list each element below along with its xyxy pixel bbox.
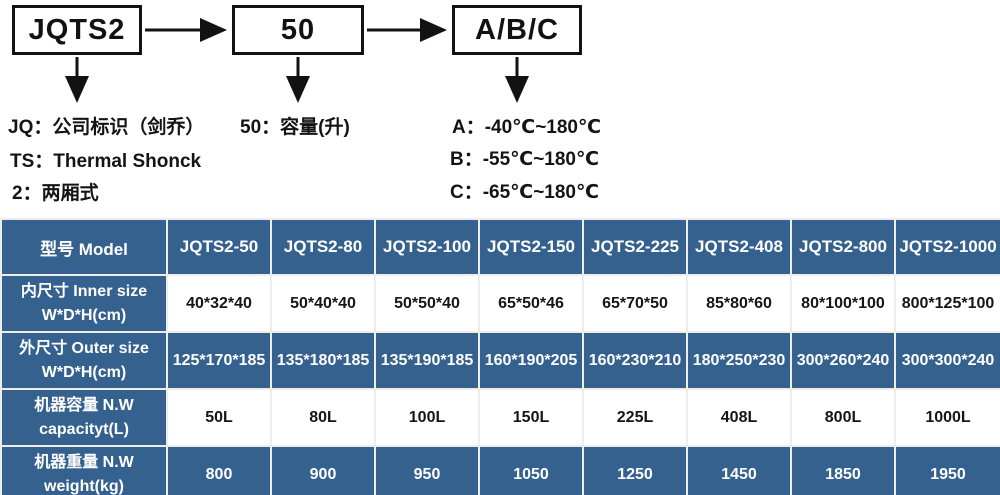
spec-cell: 160*190*205	[478, 331, 584, 390]
model-box-capacity-label: 50	[280, 13, 316, 46]
spec-cell: 1850	[790, 445, 896, 495]
row-label-line1: 机器重量 N.W	[34, 454, 134, 472]
table-header-row: 型号 Model JQTS2-50 JQTS2-80 JQTS2-100 JQT…	[0, 218, 1000, 276]
spec-cell: 50L	[166, 388, 272, 447]
header-model: JQTS2-100	[374, 218, 480, 276]
header-model: JQTS2-800	[790, 218, 896, 276]
header-model: JQTS2-225	[582, 218, 688, 276]
model-box-temp-grade-label: A/B/C	[475, 13, 559, 46]
spec-cell: 1450	[686, 445, 792, 495]
spec-cell: 900	[270, 445, 376, 495]
capacity-row: 机器容量 N.W capacityt(L) 50L 80L 100L 150L …	[0, 388, 1000, 447]
flow-arrows	[65, 18, 529, 103]
spec-cell: 135*180*185	[270, 331, 376, 390]
legend-temp-c: C：-65℃~180℃	[450, 182, 599, 203]
spec-cell: 100L	[374, 388, 480, 447]
spec-cell: 1950	[894, 445, 1000, 495]
spec-cell: 125*170*185	[166, 331, 272, 390]
spec-cell: 800	[166, 445, 272, 495]
row-label-capacity: 机器容量 N.W capacityt(L)	[0, 388, 168, 447]
spec-cell: 300*260*240	[790, 331, 896, 390]
outer-size-row: 外尺寸 Outer size W*D*H(cm) 125*170*185 135…	[0, 331, 1000, 390]
spec-cell: 80*100*100	[790, 274, 896, 333]
inner-size-row: 内尺寸 Inner size W*D*H(cm) 40*32*40 50*40*…	[0, 274, 1000, 333]
model-box-temp-grade: A/B/C	[452, 5, 582, 55]
row-label-line2: W*D*H(cm)	[41, 363, 127, 381]
row-label-inner-size: 内尺寸 Inner size W*D*H(cm)	[0, 274, 168, 333]
legend-temp-a: A：-40℃~180℃	[452, 117, 601, 138]
spec-cell: 1250	[582, 445, 688, 495]
spec-cell: 85*80*60	[686, 274, 792, 333]
row-label-line1: 机器容量 N.W	[34, 397, 134, 415]
row-label-line2: W*D*H(cm)	[41, 306, 127, 324]
legend-two-box: 2：两厢式	[12, 183, 99, 204]
spec-cell: 135*190*185	[374, 331, 480, 390]
spec-cell: 1050	[478, 445, 584, 495]
spec-cell: 150L	[478, 388, 584, 447]
spec-table: 型号 Model JQTS2-50 JQTS2-80 JQTS2-100 JQT…	[0, 218, 1000, 495]
header-model: JQTS2-150	[478, 218, 584, 276]
spec-cell: 180*250*230	[686, 331, 792, 390]
legend-capacity: 50：容量(升)	[240, 117, 350, 138]
spec-cell: 65*70*50	[582, 274, 688, 333]
header-model: JQTS2-1000	[894, 218, 1000, 276]
model-box-capacity: 50	[232, 5, 364, 55]
row-label-line2: weight(kg)	[44, 477, 124, 495]
spec-cell: 80L	[270, 388, 376, 447]
row-label-outer-size: 外尺寸 Outer size W*D*H(cm)	[0, 331, 168, 390]
header-model: JQTS2-50	[166, 218, 272, 276]
legend-jq: JQ：公司标识（剑乔）	[8, 117, 205, 138]
spec-cell: 225L	[582, 388, 688, 447]
row-label-line1: 内尺寸 Inner size	[20, 283, 148, 301]
spec-cell: 408L	[686, 388, 792, 447]
spec-cell: 160*230*210	[582, 331, 688, 390]
header-model: JQTS2-80	[270, 218, 376, 276]
legend-ts: TS：Thermal Shonck	[10, 151, 202, 172]
spec-cell: 1000L	[894, 388, 1000, 447]
weight-row: 机器重量 N.W weight(kg) 800 900 950 1050 125…	[0, 445, 1000, 495]
spec-cell: 800L	[790, 388, 896, 447]
spec-cell: 300*300*240	[894, 331, 1000, 390]
model-box-series-label: JQTS2	[28, 13, 126, 46]
row-label-weight: 机器重量 N.W weight(kg)	[0, 445, 168, 495]
model-box-series: JQTS2	[12, 5, 142, 55]
spec-cell: 65*50*46	[478, 274, 584, 333]
row-label-line2: capacityt(L)	[39, 420, 129, 438]
spec-cell: 50*40*40	[270, 274, 376, 333]
spec-cell: 950	[374, 445, 480, 495]
header-model: JQTS2-408	[686, 218, 792, 276]
row-label-line1: 外尺寸 Outer size	[19, 340, 149, 358]
spec-cell: 40*32*40	[166, 274, 272, 333]
legend-temp-b: B：-55℃~180℃	[450, 149, 599, 170]
header-model-label: 型号 Model	[0, 218, 168, 276]
model-naming-diagram: JQTS2 50 A/B/C JQ：公司标识（剑乔） 50：容量(升) TS：T…	[0, 0, 1000, 218]
spec-cell: 50*50*40	[374, 274, 480, 333]
spec-cell: 800*125*100	[894, 274, 1000, 333]
